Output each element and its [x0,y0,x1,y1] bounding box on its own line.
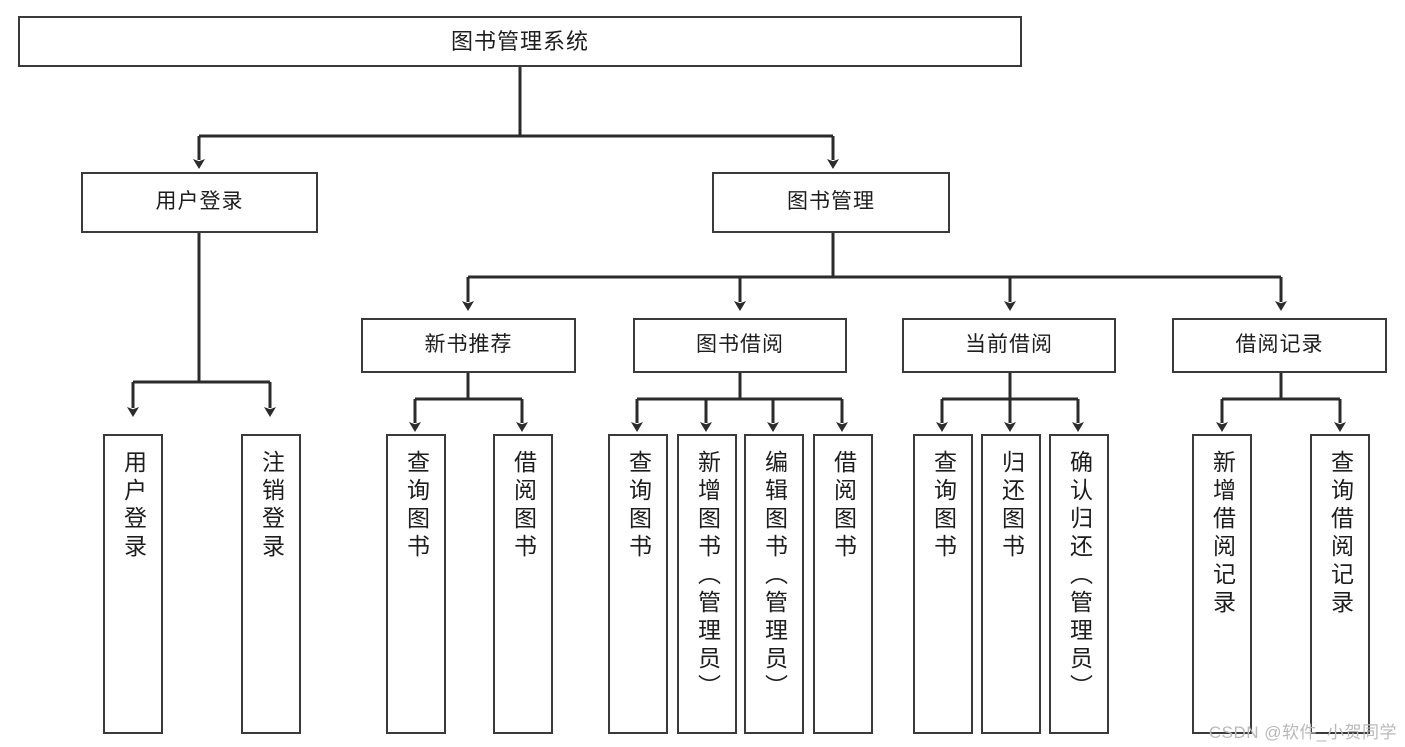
leaf-query-borrow-record[interactable]: 查询借阅记录 [1310,434,1370,734]
node-new-book-recommend[interactable]: 新书推荐 [361,318,576,373]
leaf-user-login[interactable]: 用户登录 [103,434,163,734]
node-borrow-record[interactable]: 借阅记录 [1172,318,1387,373]
node-label: 用户登录 [155,190,244,214]
leaf-confirm-return-admin[interactable]: 确认归还（管理员） [1049,434,1109,734]
leaf-add-borrow-record[interactable]: 新增借阅记录 [1192,434,1252,734]
csdn-watermark: CSDN @软件_小贺同学 [1208,723,1397,742]
leaf-query-book-recommend[interactable]: 查询图书 [386,434,446,734]
node-label: 查询借阅记录 [1327,450,1354,618]
node-label: 当前借阅 [965,333,1053,357]
node-current-borrow[interactable]: 当前借阅 [902,318,1116,373]
leaf-query-book-current[interactable]: 查询图书 [913,434,973,734]
node-label: 注销登录 [258,450,285,562]
node-label: 图书管理系统 [450,28,589,54]
node-label: 图书借阅 [696,333,784,357]
leaf-add-book-admin[interactable]: 新增图书（管理员） [677,434,737,734]
node-label: 归还图书 [998,450,1025,562]
node-label: 用户登录 [120,450,147,562]
leaf-borrow-book-recommend[interactable]: 借阅图书 [493,434,553,734]
node-label: 编辑图书（管理员） [761,450,788,702]
node-label: 借阅图书 [510,450,537,562]
leaf-user-logout[interactable]: 注销登录 [241,434,301,734]
node-label: 图书管理 [787,190,875,214]
node-label: 新增图书（管理员） [694,450,721,702]
leaf-return-book[interactable]: 归还图书 [981,434,1041,734]
node-label: 借阅记录 [1235,333,1324,357]
node-label: 新增借阅记录 [1209,450,1236,618]
leaf-edit-book-admin[interactable]: 编辑图书（管理员） [744,434,804,734]
node-label: 查询图书 [403,450,430,562]
node-book-borrow[interactable]: 图书借阅 [633,318,847,373]
node-root-book-management-system[interactable]: 图书管理系统 [18,16,1022,67]
leaf-query-book-borrow[interactable]: 查询图书 [608,434,668,734]
node-book-management[interactable]: 图书管理 [712,172,950,233]
node-label: 借阅图书 [830,450,857,562]
node-label: 确认归还（管理员） [1066,450,1093,702]
node-label: 查询图书 [625,450,652,562]
node-user-login[interactable]: 用户登录 [81,172,318,233]
leaf-borrow-book-borrow[interactable]: 借阅图书 [813,434,873,734]
node-label: 新书推荐 [424,333,513,357]
node-label: 查询图书 [930,450,957,562]
